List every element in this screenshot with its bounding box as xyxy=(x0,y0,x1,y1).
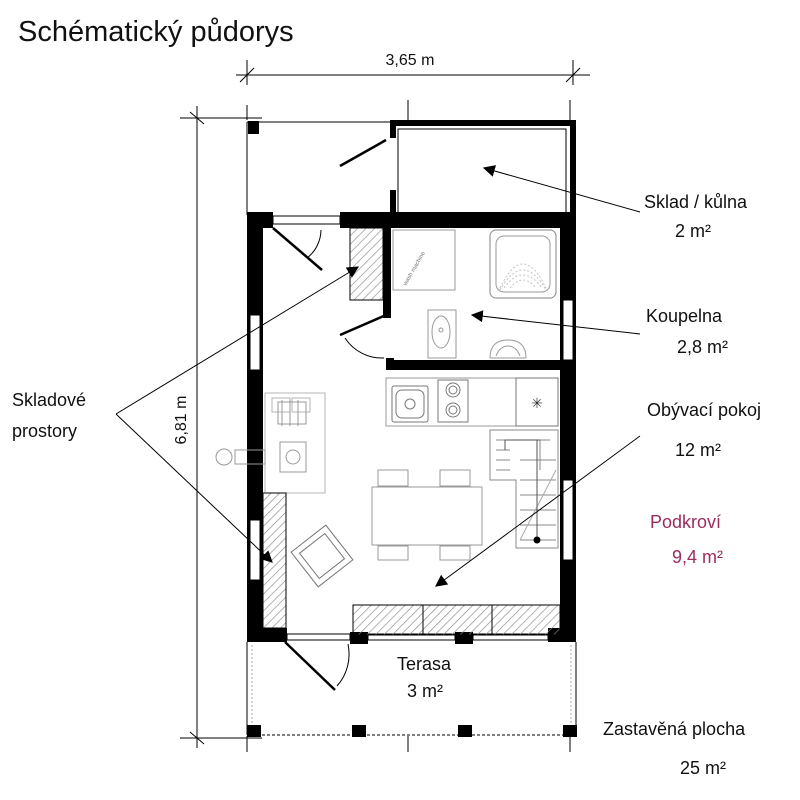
kitchen-counter xyxy=(385,377,517,427)
label-bathroom: Koupelna 2,8 m² xyxy=(646,306,728,357)
label-storage-shed: Sklad / kůlna 2 m² xyxy=(644,192,748,241)
living-room-name: Obývací pokoj xyxy=(647,400,761,420)
storage-bench-dividers xyxy=(422,605,493,635)
label-built-up-area: Zastavěná plocha 25 m² xyxy=(603,719,746,778)
extension-lines xyxy=(246,100,571,752)
attic-area: 9,4 m² xyxy=(672,547,723,567)
leader-lines xyxy=(115,165,641,587)
toilet xyxy=(427,309,457,359)
armchair xyxy=(290,524,354,588)
storage-door xyxy=(272,227,323,271)
dining-table xyxy=(371,469,483,561)
bathroom-sink xyxy=(489,339,527,359)
washing-machine-label: wash machine xyxy=(402,250,427,288)
storage-spaces-line2: prostory xyxy=(12,421,77,441)
width-dimension: 3,65 m xyxy=(236,52,590,85)
label-attic: Podkroví 9,4 m² xyxy=(650,512,723,567)
staircase xyxy=(489,428,560,549)
width-dimension-label: 3,65 m xyxy=(386,52,435,69)
living-room-area: 12 m² xyxy=(675,440,721,460)
fridge: ✳ xyxy=(515,377,559,427)
storage-cabinet-top xyxy=(349,227,384,301)
snowflake-icon: ✳ xyxy=(531,396,543,412)
storage-shed-area: 2 m² xyxy=(675,221,711,241)
height-dimension-label: 6,81 m xyxy=(173,396,190,445)
bathroom-walls xyxy=(383,228,576,370)
built-up-area-name: Zastavěná plocha xyxy=(603,719,746,739)
label-living-room: Obývací pokoj 12 m² xyxy=(647,400,761,460)
terrace-name: Terasa xyxy=(397,654,452,674)
storage-shed xyxy=(339,120,576,216)
bathroom-area: 2,8 m² xyxy=(677,337,728,357)
attic-name: Podkroví xyxy=(650,512,721,532)
terrace xyxy=(246,642,577,737)
bathroom-door xyxy=(339,313,394,368)
built-up-area-value: 25 m² xyxy=(680,758,726,778)
storage-cabinet-left xyxy=(262,492,287,629)
bathroom-name: Koupelna xyxy=(646,306,723,326)
windows xyxy=(249,215,574,641)
storage-spaces-line1: Skladové xyxy=(12,390,86,410)
shower xyxy=(489,229,557,299)
terrace-area: 3 m² xyxy=(407,681,443,701)
storage-shed-name: Sklad / kůlna xyxy=(644,192,748,212)
top-porch xyxy=(246,121,390,215)
sofa-set xyxy=(215,392,326,494)
storage-bench-bottom xyxy=(352,604,561,636)
terrace-door xyxy=(284,641,350,691)
label-storage-spaces: Skladové prostory xyxy=(12,390,86,441)
height-dimension: 6,81 m xyxy=(173,106,262,748)
label-terrace: Terasa 3 m² xyxy=(397,654,452,701)
washing-machine: wash machine xyxy=(392,229,456,291)
page-title: Schématický půdorys xyxy=(18,16,294,48)
